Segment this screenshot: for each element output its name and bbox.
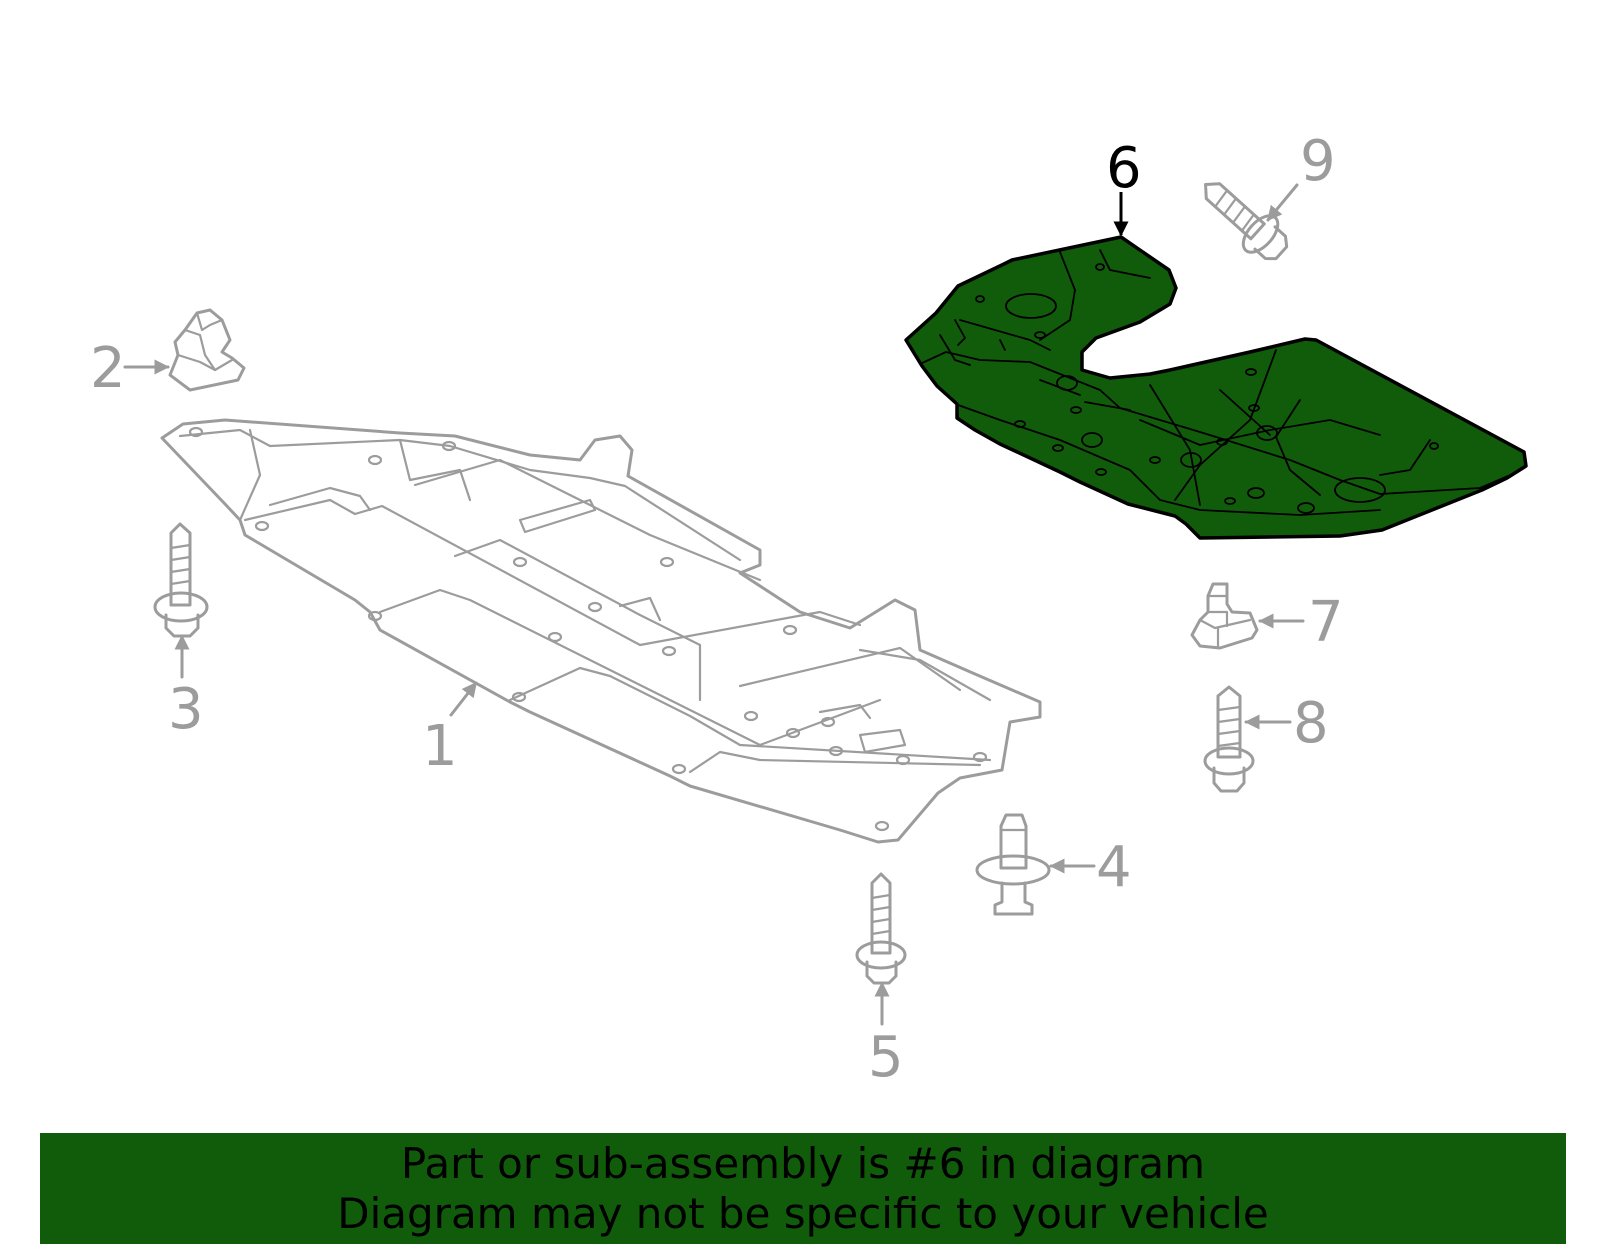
callout-3: 3 xyxy=(168,677,204,742)
callout-1: 1 xyxy=(422,714,458,779)
arrow-1 xyxy=(449,681,478,717)
footer-banner: Part or sub-assembly is #6 in diagram Di… xyxy=(40,1133,1566,1244)
part-7-nut-clip[interactable] xyxy=(1190,582,1259,650)
callout-5: 5 xyxy=(868,1025,904,1090)
footer-line-1: Part or sub-assembly is #6 in diagram xyxy=(400,1138,1206,1188)
footer-line-2: Diagram may not be specific to your vehi… xyxy=(337,1188,1269,1238)
part-2-clip[interactable] xyxy=(168,308,246,392)
part-5-bolt[interactable] xyxy=(855,872,907,985)
part-4-clip[interactable] xyxy=(975,813,1051,916)
callout-arrows xyxy=(123,183,1305,1026)
callout-2: 2 xyxy=(90,336,126,401)
callout-7: 7 xyxy=(1308,590,1344,655)
part-8-bolt[interactable] xyxy=(1203,685,1255,793)
part-3-bolt[interactable] xyxy=(153,522,209,638)
callout-6: 6 xyxy=(1106,136,1142,201)
part-9-bolt[interactable] xyxy=(1191,168,1296,269)
callout-numbers: 1 2 3 4 5 6 7 8 9 xyxy=(90,129,1344,1090)
part-1-under-cover[interactable] xyxy=(160,418,1042,844)
callout-4: 4 xyxy=(1096,835,1132,900)
callout-9: 9 xyxy=(1300,129,1336,194)
arrow-9 xyxy=(1266,183,1299,222)
part-6-shield[interactable] xyxy=(904,235,1528,540)
callout-8: 8 xyxy=(1293,691,1329,756)
